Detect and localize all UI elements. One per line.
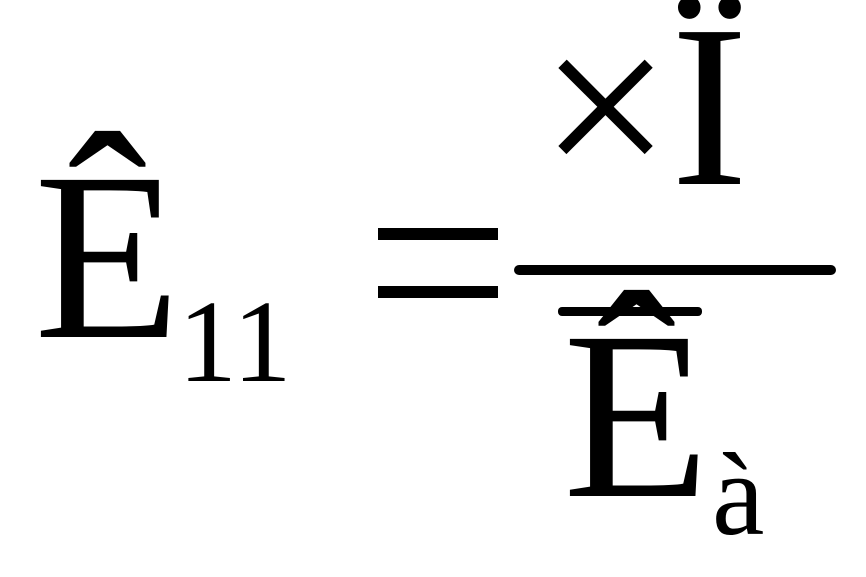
lhs-symbol: Ê	[34, 123, 181, 389]
equals-top-bar	[378, 228, 498, 240]
fraction-bar	[514, 265, 836, 275]
denominator-symbol: Ê	[563, 282, 710, 548]
lhs-subscript: 11	[178, 276, 292, 407]
denominator-subscript: à	[712, 429, 765, 560]
equals-sign	[378, 228, 498, 298]
numerator: ×Ï	[540, 0, 749, 235]
equals-bottom-bar	[378, 286, 498, 298]
denominator-overbar	[558, 307, 702, 316]
